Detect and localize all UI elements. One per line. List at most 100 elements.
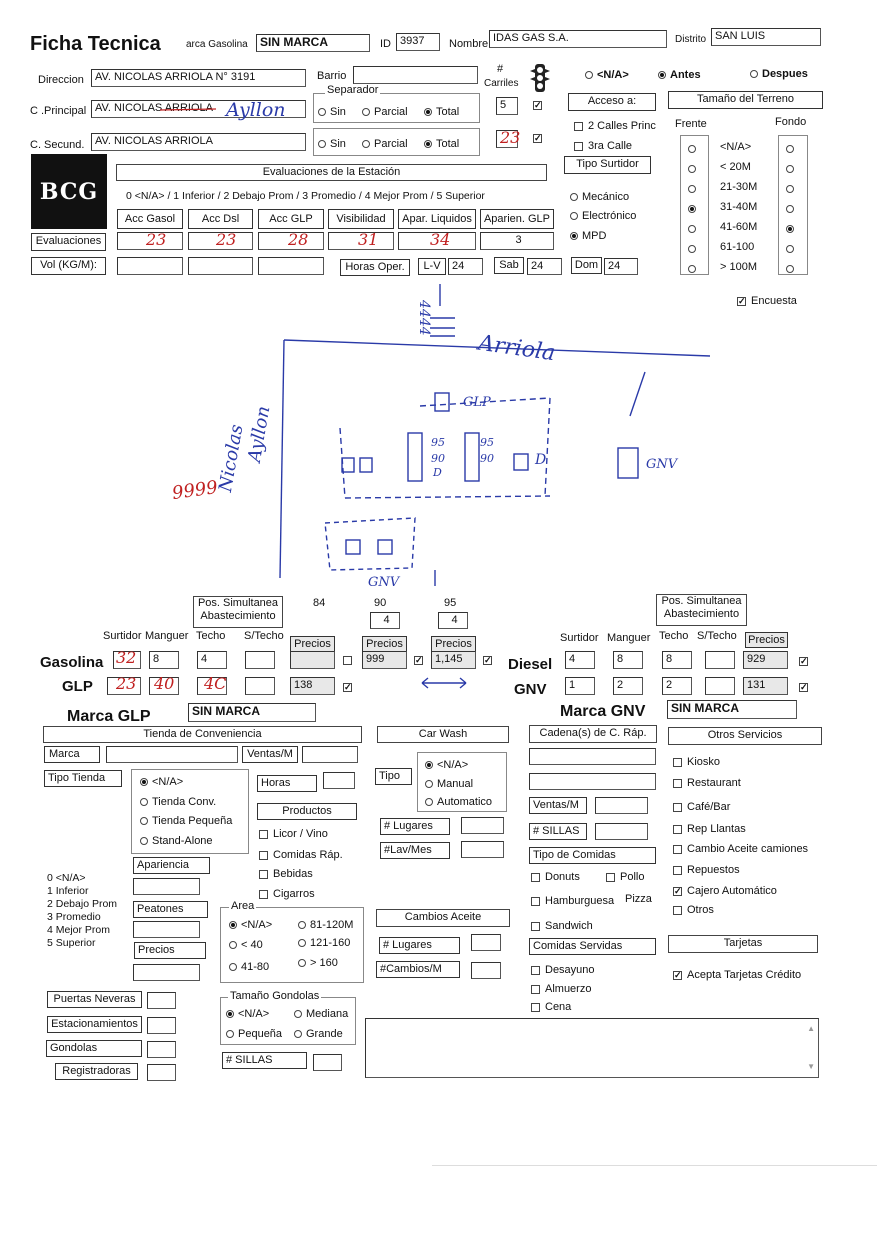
- frente-na[interactable]: [688, 143, 700, 155]
- servidas-cena[interactable]: Cena: [531, 1001, 571, 1013]
- visibilidad-button[interactable]: Visibilidad: [328, 209, 394, 229]
- pos-95-field[interactable]: 4: [438, 612, 468, 629]
- aceite-lugares-button[interactable]: # Lugares: [379, 937, 460, 954]
- glp-precio[interactable]: 138: [290, 677, 335, 695]
- peatones-field[interactable]: [133, 921, 200, 938]
- fondo-31-40[interactable]: [786, 203, 798, 215]
- prod-licor[interactable]: Licor / Vino: [259, 828, 328, 840]
- apar-liquidos-button[interactable]: Apar. Liquidos: [398, 209, 476, 229]
- precios-tienda-field[interactable]: [133, 964, 200, 981]
- precios-90-button[interactable]: Precios: [362, 636, 407, 653]
- carwash-automatico[interactable]: Automatico: [425, 796, 492, 808]
- sab-button[interactable]: Sab: [494, 257, 524, 274]
- area-81-120[interactable]: 81-120M: [298, 919, 353, 931]
- servidas-desayuno[interactable]: Desayuno: [531, 964, 595, 976]
- direccion-field[interactable]: AV. NICOLAS ARRIOLA N° 3191: [91, 69, 306, 87]
- surtidor-mpd[interactable]: MPD: [570, 230, 606, 242]
- tienda-ventas-field[interactable]: [302, 746, 358, 763]
- carriles-field-2[interactable]: [496, 130, 518, 148]
- frente-31-40[interactable]: [688, 203, 700, 215]
- horas-field[interactable]: [323, 772, 355, 789]
- surtidor-mecanico[interactable]: Mecánico: [570, 191, 629, 203]
- dom-field[interactable]: 24: [604, 258, 638, 275]
- comida-donuts[interactable]: Donuts: [531, 871, 580, 883]
- area-41-80[interactable]: 41-80: [229, 961, 269, 973]
- eval-visibilidad[interactable]: [328, 232, 394, 250]
- tienda-sillas-field[interactable]: [313, 1054, 342, 1071]
- horas-button[interactable]: Horas: [257, 775, 317, 792]
- gondola-pequena[interactable]: Pequeña: [226, 1028, 282, 1040]
- gondolas-button[interactable]: Gondolas: [46, 1040, 142, 1057]
- glp-manguer[interactable]: [149, 677, 179, 695]
- precios-diesel-button[interactable]: Precios: [745, 632, 788, 648]
- timing-antes[interactable]: Antes: [658, 69, 701, 81]
- sep1-total[interactable]: Total: [424, 106, 459, 118]
- eval-acc-dsl[interactable]: [188, 232, 253, 250]
- puertas-neveras-field[interactable]: [147, 992, 176, 1009]
- diesel-surtidor[interactable]: 4: [565, 651, 595, 669]
- acc-glp-button[interactable]: Acc GLP: [258, 209, 324, 229]
- vol-acc-glp[interactable]: [258, 257, 324, 275]
- gasolina-check-90[interactable]: [414, 654, 428, 666]
- area-121-160[interactable]: 121-160: [298, 937, 350, 949]
- barrio-field[interactable]: [353, 66, 478, 84]
- surtidor-electronico[interactable]: Electrónico: [570, 210, 636, 222]
- carwash-lavmes-field[interactable]: [461, 841, 504, 858]
- diesel-manguer[interactable]: 8: [613, 651, 643, 669]
- carriles-check-1[interactable]: [533, 99, 547, 111]
- vol-button[interactable]: Vol (KG/M):: [31, 257, 106, 275]
- terreno-button[interactable]: Tamaño del Terreno: [668, 91, 823, 109]
- area-na[interactable]: <N/A>: [229, 919, 272, 931]
- vol-acc-gasol[interactable]: [117, 257, 183, 275]
- gondola-grande[interactable]: Grande: [294, 1028, 343, 1040]
- horas-oper-button[interactable]: Horas Oper.: [340, 259, 410, 276]
- gondolas-field[interactable]: [147, 1041, 176, 1058]
- tienda-ventas-button[interactable]: Ventas/M: [242, 746, 298, 763]
- gasolina-precio-95[interactable]: 1,145: [431, 651, 476, 669]
- acceso-3racalle[interactable]: 3ra Calle: [574, 140, 632, 152]
- otros-cambio-aceite[interactable]: Cambio Aceite camiones: [673, 843, 808, 855]
- eval-aparien-glp[interactable]: 3: [480, 232, 554, 250]
- servidas-almuerzo[interactable]: Almuerzo: [531, 983, 591, 995]
- tipo-surtidor-button[interactable]: Tipo Surtidor: [564, 156, 651, 174]
- distrito-field[interactable]: SAN LUIS: [711, 28, 821, 46]
- sep2-total[interactable]: Total: [424, 138, 459, 150]
- carwash-lugares-field[interactable]: [461, 817, 504, 834]
- fondo-na[interactable]: [786, 143, 798, 155]
- sep1-parcial[interactable]: Parcial: [362, 106, 408, 118]
- acc-gasol-button[interactable]: Acc Gasol: [117, 209, 183, 229]
- cadena-field-2[interactable]: [529, 773, 656, 790]
- carwash-lugares-button[interactable]: # Lugares: [380, 818, 450, 835]
- gasolina-precio-84[interactable]: [290, 651, 335, 669]
- area-160[interactable]: > 160: [298, 957, 338, 969]
- carwash-tipo-button[interactable]: Tipo: [375, 768, 412, 785]
- scroll-down-icon[interactable]: ▼: [807, 1062, 815, 1071]
- frente-20[interactable]: [688, 163, 700, 175]
- puertas-neveras-button[interactable]: Puertas Neveras: [47, 991, 142, 1008]
- prod-bebidas[interactable]: Bebidas: [259, 868, 313, 880]
- tipo-tienda-conv[interactable]: Tienda Conv.: [140, 796, 216, 808]
- tipo-tienda-na[interactable]: <N/A>: [140, 776, 183, 788]
- carriles-check-2[interactable]: [533, 132, 547, 144]
- marca-glp-field[interactable]: SIN MARCA: [188, 703, 316, 722]
- gnv-manguer[interactable]: 2: [613, 677, 643, 695]
- eval-apar-liquidos[interactable]: [398, 232, 476, 250]
- fondo-100[interactable]: [786, 263, 798, 275]
- apariencia-field[interactable]: [133, 878, 200, 895]
- registradoras-button[interactable]: Registradoras: [55, 1063, 138, 1080]
- tipo-tienda-standalone[interactable]: Stand-Alone: [140, 835, 213, 847]
- comida-pollo[interactable]: Pollo: [606, 871, 644, 883]
- gasolina-techo[interactable]: 4: [197, 651, 227, 669]
- otros-cafe[interactable]: Café/Bar: [673, 801, 730, 813]
- acceso-2calles[interactable]: 2 Calles Princ: [574, 120, 656, 132]
- glp-check[interactable]: [343, 681, 357, 693]
- diesel-techo[interactable]: 8: [662, 651, 692, 669]
- prod-cigarros[interactable]: Cigarros: [259, 888, 315, 900]
- aceite-cambios-field[interactable]: [471, 962, 501, 979]
- carwash-manual[interactable]: Manual: [425, 778, 473, 790]
- gnv-stecho[interactable]: [705, 677, 735, 695]
- carriles-field-1[interactable]: 5: [496, 97, 518, 115]
- sep2-sin[interactable]: Sin: [318, 138, 346, 150]
- diesel-check[interactable]: [799, 655, 813, 667]
- evaluaciones-button[interactable]: Evaluaciones: [31, 233, 106, 251]
